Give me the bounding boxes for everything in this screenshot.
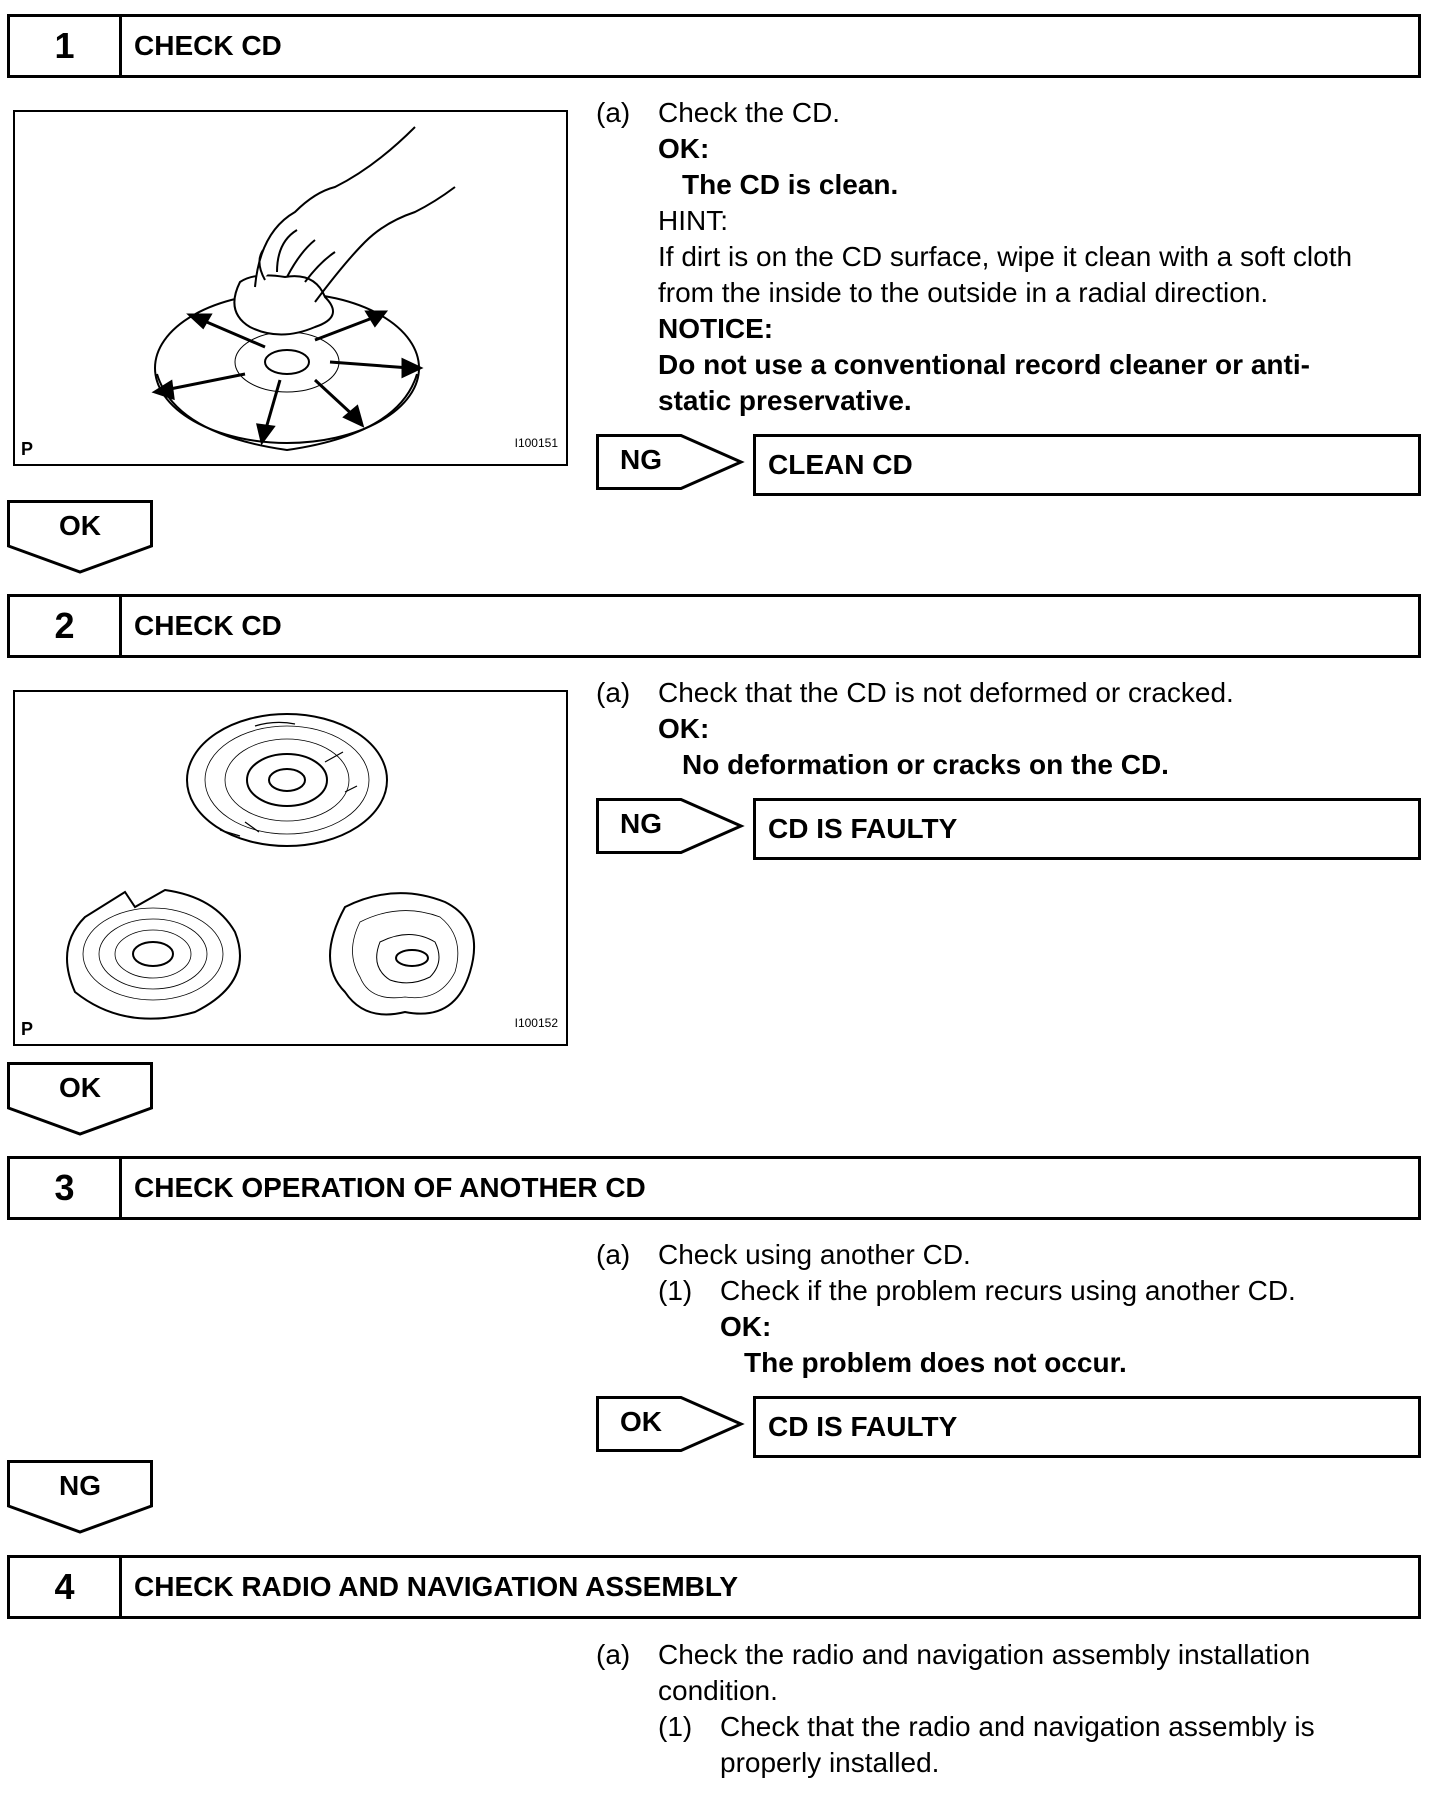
item-marker: (a) bbox=[596, 97, 631, 128]
branch-arrow-icon bbox=[596, 434, 745, 490]
ok-label: OK: bbox=[658, 713, 710, 744]
branch-result: CD IS FAULTY bbox=[753, 798, 1421, 860]
ok-label: OK: bbox=[720, 1311, 772, 1342]
figure-code: I100151 bbox=[514, 436, 558, 450]
ok-condition: The CD is clean. bbox=[682, 169, 899, 200]
step-number: 1 bbox=[10, 17, 122, 75]
figure-code: I100152 bbox=[514, 1016, 558, 1030]
hint-label: HINT: bbox=[658, 205, 728, 236]
flow-arrow: OK bbox=[7, 1062, 153, 1136]
flow-down-arrow-icon bbox=[7, 1062, 153, 1136]
sub-instruction-line-2: properly installed. bbox=[720, 1747, 940, 1778]
sub-item-marker: (1) bbox=[658, 1275, 693, 1306]
item-marker: (a) bbox=[596, 1239, 631, 1270]
step-title: CHECK RADIO AND NAVIGATION ASSEMBLY bbox=[134, 1571, 739, 1602]
cd-wipe-illustration bbox=[151, 126, 456, 452]
flow-down-arrow-icon bbox=[7, 500, 153, 574]
ok-condition: The problem does not occur. bbox=[744, 1347, 1127, 1378]
branch-label: OK bbox=[620, 1406, 662, 1437]
step-title: CHECK CD bbox=[134, 610, 282, 641]
damaged-cd-illustration bbox=[66, 713, 476, 1020]
ok-label: OK: bbox=[658, 133, 710, 164]
figure-damaged-cds: P I100152 bbox=[13, 690, 568, 1046]
sub-instruction-text: Check if the problem recurs using anothe… bbox=[720, 1275, 1296, 1306]
instruction-text-line-1: Check the radio and navigation assembly … bbox=[658, 1639, 1311, 1670]
figure-cd-cleaning: P I100151 bbox=[13, 110, 568, 466]
flow-label: OK bbox=[59, 1072, 101, 1103]
notice-text-line-2: static preservative. bbox=[658, 385, 912, 416]
notice-text-line-1: Do not use a conventional record cleaner… bbox=[658, 349, 1310, 380]
notice-label: NOTICE: bbox=[658, 313, 774, 344]
flow-label: OK bbox=[59, 510, 101, 541]
step-number: 3 bbox=[10, 1159, 122, 1217]
instruction-text: Check using another CD. bbox=[658, 1239, 971, 1270]
figure-label: P bbox=[21, 1019, 34, 1039]
step-4-header: 4 CHECK RADIO AND NAVIGATION ASSEMBLY bbox=[7, 1555, 1421, 1619]
flow-down-arrow-icon bbox=[7, 1460, 153, 1534]
step-1-header: 1 CHECK CD bbox=[7, 14, 1421, 78]
instruction-text: Check that the CD is not deformed or cra… bbox=[658, 677, 1234, 708]
step-number: 2 bbox=[10, 597, 122, 655]
branch-label: NG bbox=[620, 444, 662, 475]
sub-item-marker: (1) bbox=[658, 1711, 693, 1742]
branch-arrow-icon bbox=[596, 798, 745, 854]
hint-text-line-2: from the inside to the outside in a radi… bbox=[658, 277, 1269, 308]
ng-branch: NG CLEAN CD bbox=[596, 434, 1421, 498]
ok-condition: No deformation or cracks on the CD. bbox=[682, 749, 1169, 780]
step-2-header: 2 CHECK CD bbox=[7, 594, 1421, 658]
instruction-text: Check the CD. bbox=[658, 97, 841, 128]
ok-branch: OK CD IS FAULTY bbox=[596, 1396, 1421, 1460]
hint-text-line-1: If dirt is on the CD surface, wipe it cl… bbox=[658, 241, 1353, 272]
sub-instruction-line-1: Check that the radio and navigation asse… bbox=[720, 1711, 1315, 1742]
ng-branch: NG CD IS FAULTY bbox=[596, 798, 1421, 862]
step-number: 4 bbox=[10, 1558, 122, 1616]
figure-label: P bbox=[21, 439, 34, 459]
branch-label: NG bbox=[620, 808, 662, 839]
branch-result: CLEAN CD bbox=[753, 434, 1421, 496]
flow-arrow: NG bbox=[7, 1460, 153, 1534]
flow-label: NG bbox=[59, 1470, 101, 1501]
step-title: CHECK CD bbox=[134, 30, 282, 61]
item-marker: (a) bbox=[596, 1639, 631, 1670]
instruction-text-line-2: condition. bbox=[658, 1675, 778, 1706]
step-title: CHECK OPERATION OF ANOTHER CD bbox=[134, 1172, 646, 1203]
branch-result: CD IS FAULTY bbox=[753, 1396, 1421, 1458]
branch-arrow-icon bbox=[596, 1396, 745, 1452]
step-3-header: 3 CHECK OPERATION OF ANOTHER CD bbox=[7, 1156, 1421, 1220]
flow-arrow: OK bbox=[7, 500, 153, 574]
item-marker: (a) bbox=[596, 677, 631, 708]
